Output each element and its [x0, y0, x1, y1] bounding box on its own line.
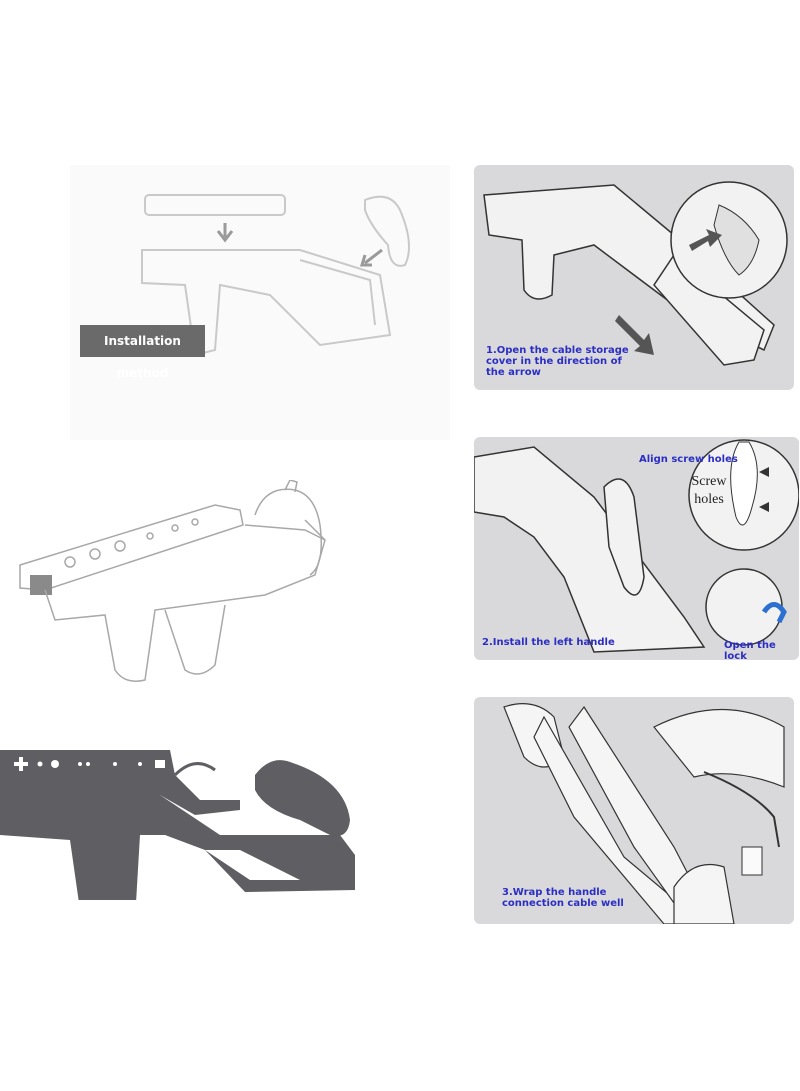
assembled-gun-illustration [19, 479, 326, 682]
step-2-label: 2.Install the left handle [482, 637, 615, 648]
installation-diagram [70, 165, 450, 440]
step-2-panel: Align screw holes Screw holes 2.Install … [474, 437, 799, 660]
cable-cover-illustration [483, 181, 788, 366]
open-lock-label: Open the lock [724, 640, 776, 660]
step-3-panel: 3.Wrap the handle connection cable well [474, 697, 794, 924]
assembled-gun-diagram [15, 479, 345, 690]
exploded-gun-illustration [141, 194, 410, 357]
callout-align-label: Align screw holes [639, 454, 738, 465]
step-3-label: 3.Wrap the handle connection cable well [502, 887, 624, 909]
zapper-silhouette-illustration [0, 750, 355, 930]
gun-silhouette-diagram [0, 740, 360, 930]
step-1-panel: 1.Open the cable storage cover in the di… [474, 165, 794, 390]
wrap-cable-illustration [503, 703, 785, 924]
left-handle-illustration [474, 439, 799, 653]
installation-method-badge: Installation method [80, 325, 205, 380]
step-1-label: 1.Open the cable storage cover in the di… [486, 345, 629, 378]
screw-holes-label: Screw holes [691, 474, 727, 507]
